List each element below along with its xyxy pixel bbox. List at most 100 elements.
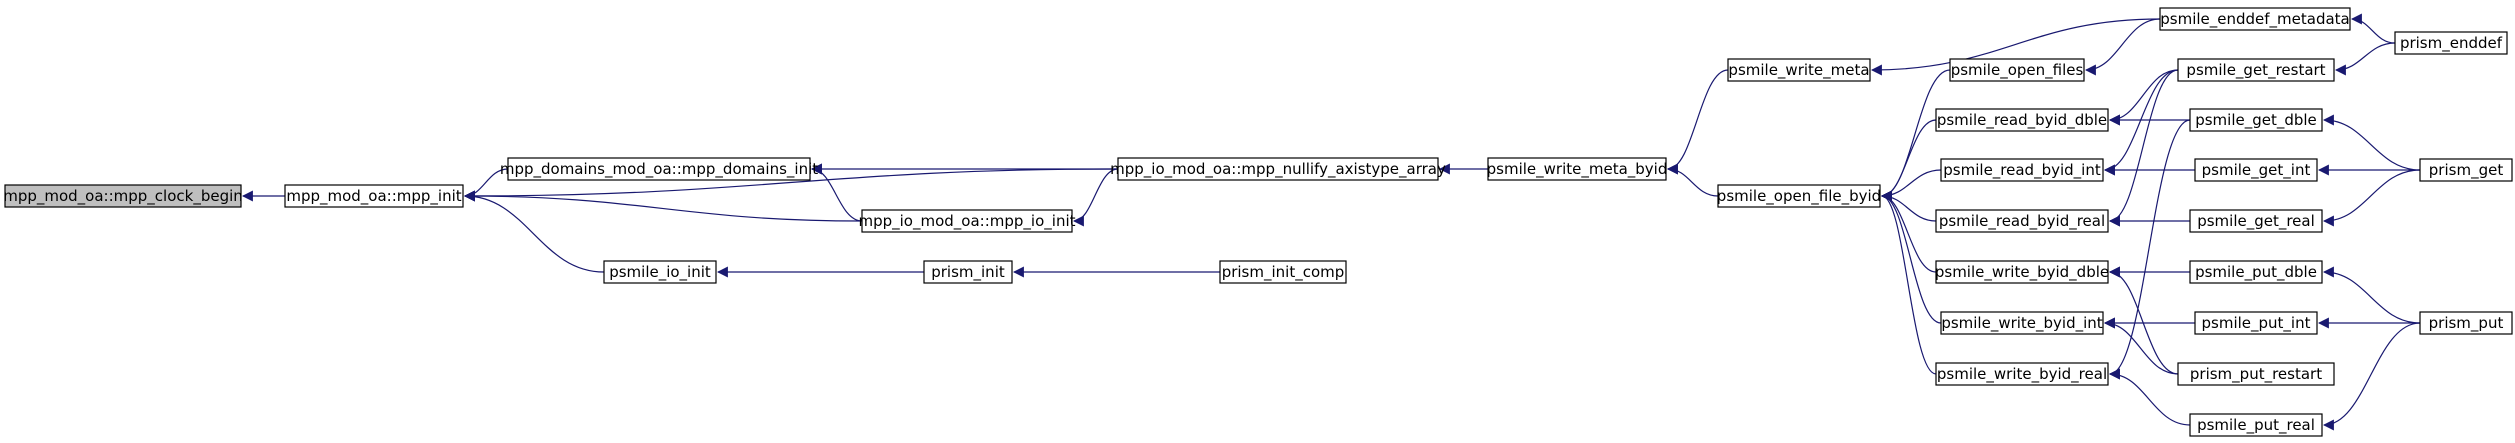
node-read-real[interactable]: psmile_read_byid_real xyxy=(1935,209,2109,233)
node-label: prism_init xyxy=(931,263,1005,282)
node-box xyxy=(1219,260,1347,284)
node-open-file-byid[interactable]: psmile_open_file_byid xyxy=(1717,184,1881,208)
node-box xyxy=(2177,362,2335,386)
node-label: prism_init_comp xyxy=(1222,263,1345,282)
node-box xyxy=(2177,58,2335,82)
node-put-int[interactable]: psmile_put_int xyxy=(2194,311,2318,335)
node-domains-init[interactable]: mpp_domains_mod_oa::mpp_domains_init xyxy=(500,157,818,181)
node-open-files[interactable]: psmile_open_files xyxy=(1949,58,2085,82)
node-label: psmile_put_int xyxy=(2202,314,2311,333)
edge-prism-get-to-get-real xyxy=(2322,169,2421,227)
node-label: psmile_get_int xyxy=(2202,161,2311,180)
node-get-restart[interactable]: psmile_get_restart xyxy=(2177,58,2335,82)
node-get-dble[interactable]: psmile_get_dble xyxy=(2189,108,2323,132)
edge-put-real-to-write-real xyxy=(2108,368,2191,426)
node-box xyxy=(1935,362,2109,386)
node-put-restart[interactable]: prism_put_restart xyxy=(2177,362,2335,386)
node-label: mpp_mod_oa::mpp_clock_begin xyxy=(3,187,243,206)
node-prism-enddef[interactable]: prism_enddef xyxy=(2394,31,2508,55)
node-write-dble[interactable]: psmile_write_byid_dble xyxy=(1935,260,2109,284)
edge-psmile-io-init-to-mpp-init xyxy=(463,190,605,273)
node-box xyxy=(2194,311,2318,335)
node-read-dble[interactable]: psmile_read_byid_dble xyxy=(1935,108,2109,132)
node-clock-begin[interactable]: mpp_mod_oa::mpp_clock_begin xyxy=(3,184,243,208)
node-label: mpp_io_mod_oa::mpp_nullify_axistype_arra… xyxy=(1110,160,1446,179)
node-label: psmile_write_meta xyxy=(1728,61,1869,80)
node-label: prism_enddef xyxy=(2400,34,2503,53)
node-mpp-init[interactable]: mpp_mod_oa::mpp_init xyxy=(284,184,464,208)
node-prism-init[interactable]: prism_init xyxy=(923,260,1013,284)
edge-write-real-to-open-file-byid xyxy=(1880,190,1937,375)
node-label: psmile_write_byid_real xyxy=(1937,365,2107,384)
edge-prism-get-to-get-dble xyxy=(2322,114,2421,171)
edge-put-restart-to-write-int xyxy=(2103,317,2179,375)
node-box xyxy=(2159,7,2351,31)
node-label: prism_put_restart xyxy=(2190,365,2322,384)
node-label: psmile_write_byid_int xyxy=(1941,314,2102,333)
node-write-real[interactable]: psmile_write_byid_real xyxy=(1935,362,2109,386)
edge-get-restart-to-read-int xyxy=(2103,69,2179,176)
node-label: psmile_write_byid_dble xyxy=(1935,263,2109,282)
edge-write-dble-to-open-file-byid xyxy=(1880,190,1937,273)
edge-prism-enddef-to-enddef-metadata xyxy=(2350,13,2396,44)
node-write-meta[interactable]: psmile_write_meta xyxy=(1727,58,1871,82)
node-psmile-io-init[interactable]: psmile_io_init xyxy=(603,260,717,284)
node-io-init[interactable]: mpp_io_mod_oa::mpp_io_init xyxy=(858,209,1076,233)
node-label: mpp_io_mod_oa::mpp_io_init xyxy=(858,212,1075,231)
edge-io-init-to-domains-init xyxy=(810,163,863,222)
edge-get-restart-to-read-real xyxy=(2108,69,2179,227)
edge-nullify-to-mpp-init xyxy=(463,168,1119,202)
node-label: psmile_read_byid_real xyxy=(1939,212,2105,231)
node-label: psmile_open_files xyxy=(1951,61,2084,80)
node-label: psmile_get_real xyxy=(2197,212,2315,231)
node-box xyxy=(1949,58,2085,82)
node-box xyxy=(1935,209,2109,233)
edge-prism-enddef-to-get-restart xyxy=(2334,42,2396,76)
edge-open-files-to-open-file-byid xyxy=(1880,69,1951,202)
node-box xyxy=(1940,311,2104,335)
node-get-real[interactable]: psmile_get_real xyxy=(2189,209,2323,233)
node-label: psmile_get_restart xyxy=(2186,61,2325,80)
node-box xyxy=(1727,58,1871,82)
node-prism-init-comp[interactable]: prism_init_comp xyxy=(1219,260,1347,284)
edge-prism-put-to-put-dble xyxy=(2322,266,2421,324)
node-label: mpp_domains_mod_oa::mpp_domains_init xyxy=(500,160,818,179)
edge-get-dble-to-write-real xyxy=(2108,119,2191,380)
node-label: psmile_put_real xyxy=(2197,416,2315,435)
node-box xyxy=(2194,158,2318,182)
node-label: psmile_write_meta_byid xyxy=(1487,160,1668,179)
node-box xyxy=(2394,31,2508,55)
node-prism-get[interactable]: prism_get xyxy=(2419,158,2513,182)
edge-enddef-metadata-to-write-meta xyxy=(1870,18,2161,76)
node-write-meta-byid[interactable]: psmile_write_meta_byid xyxy=(1487,157,1668,181)
node-write-int[interactable]: psmile_write_byid_int xyxy=(1940,311,2104,335)
node-read-int[interactable]: psmile_read_byid_int xyxy=(1940,158,2104,182)
edges-layer xyxy=(241,13,2421,431)
node-label: psmile_io_init xyxy=(609,263,711,282)
node-box xyxy=(4,184,242,208)
node-label: prism_get xyxy=(2429,161,2504,180)
node-label: psmile_read_byid_int xyxy=(1943,161,2101,180)
node-get-int[interactable]: psmile_get_int xyxy=(2194,158,2318,182)
node-put-real[interactable]: psmile_put_real xyxy=(2189,413,2323,437)
node-label: psmile_open_file_byid xyxy=(1717,187,1881,206)
node-box xyxy=(2189,209,2323,233)
node-box xyxy=(923,260,1013,284)
node-label: mpp_mod_oa::mpp_init xyxy=(286,187,461,206)
node-box xyxy=(603,260,717,284)
node-box xyxy=(1935,260,2109,284)
edge-prism-put-to-put-real xyxy=(2322,322,2421,431)
node-label: prism_put xyxy=(2429,314,2504,333)
node-box xyxy=(2189,260,2323,284)
node-nullify[interactable]: mpp_io_mod_oa::mpp_nullify_axistype_arra… xyxy=(1110,157,1446,181)
node-put-dble[interactable]: psmile_put_dble xyxy=(2189,260,2323,284)
node-box xyxy=(1935,108,2109,132)
edge-enddef-metadata-to-open-files xyxy=(2084,18,2161,76)
node-label: psmile_get_dble xyxy=(2195,111,2317,130)
node-box xyxy=(2419,311,2513,335)
node-enddef-metadata[interactable]: psmile_enddef_metadata xyxy=(2159,7,2351,31)
node-prism-put[interactable]: prism_put xyxy=(2419,311,2513,335)
edge-nullify-to-io-init xyxy=(1072,168,1119,227)
node-box xyxy=(2419,158,2513,182)
